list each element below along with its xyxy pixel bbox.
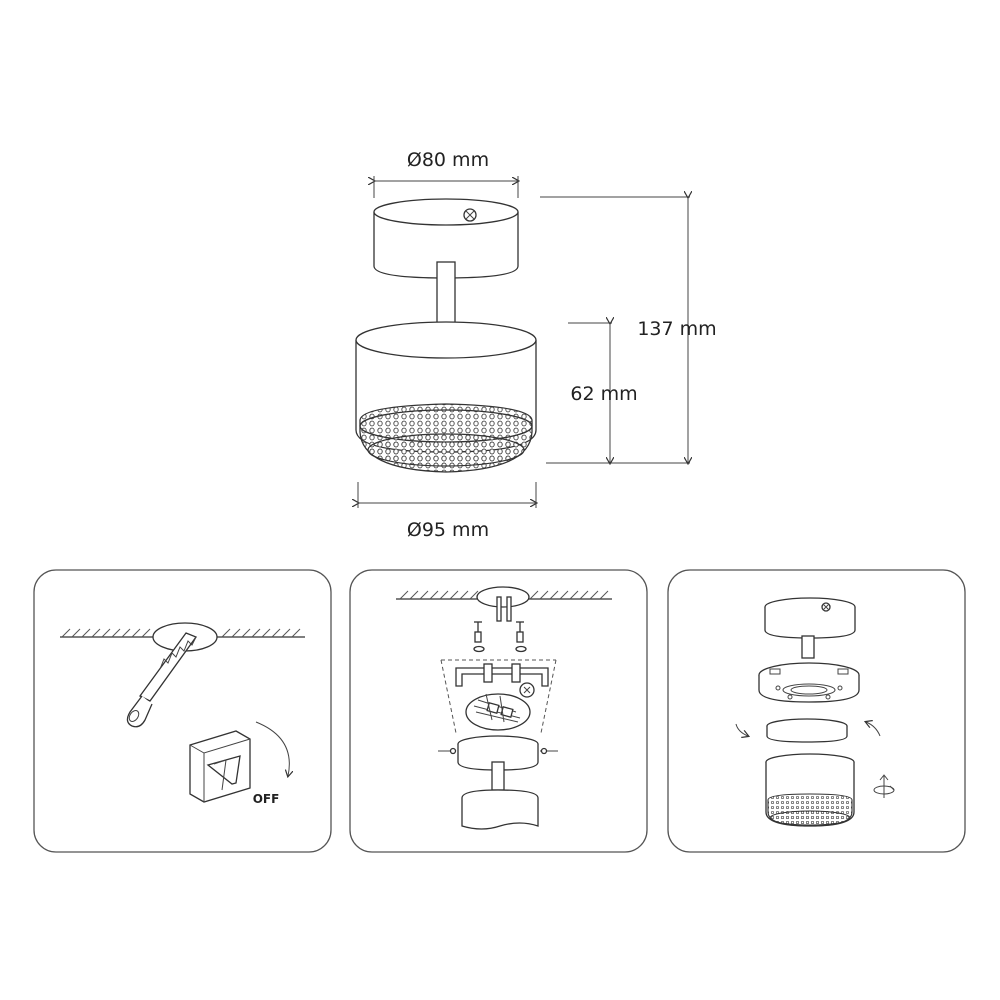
step-panel-3	[667, 569, 966, 853]
switch-off-label: OFF	[253, 792, 280, 806]
main-product-drawing: Ø80 mm Ø95 mm 137 mm 62 mm	[356, 149, 717, 541]
shade-body-icon	[765, 753, 855, 827]
shade-body	[355, 321, 537, 473]
power-switch-icon	[189, 730, 251, 803]
body-height-dimension: 62 mm	[568, 323, 638, 463]
screwdriver-icon	[126, 632, 198, 728]
canopy-screw-icon	[463, 208, 477, 222]
top-diameter-dimension: Ø80 mm	[374, 149, 518, 198]
top-diameter-label: Ø80 mm	[407, 149, 489, 171]
lens-ring-icon	[766, 718, 848, 743]
screw-icon	[473, 621, 527, 653]
total-height-dimension: 137 mm	[540, 197, 717, 463]
mounting-bracket-icon	[455, 663, 549, 698]
ceiling-icon	[396, 586, 612, 622]
step-panel-2	[349, 569, 648, 853]
rotate-arrow-icon	[735, 722, 881, 736]
body-height-label: 62 mm	[570, 383, 637, 405]
twist-lock-icon	[873, 774, 895, 798]
step-panel-1: OFF	[33, 569, 332, 853]
total-height-label: 137 mm	[637, 318, 716, 340]
mounting-plate-icon	[758, 662, 860, 703]
canopy-icon	[764, 597, 856, 659]
canopy	[373, 198, 519, 279]
rotate-arrow-icon	[255, 721, 289, 776]
shade-body-icon	[461, 789, 539, 830]
bottom-diameter-dimension: Ø95 mm	[358, 482, 536, 541]
wire-connector-icon	[465, 693, 531, 731]
bottom-diameter-label: Ø95 mm	[407, 519, 489, 541]
canopy-icon	[438, 735, 558, 791]
